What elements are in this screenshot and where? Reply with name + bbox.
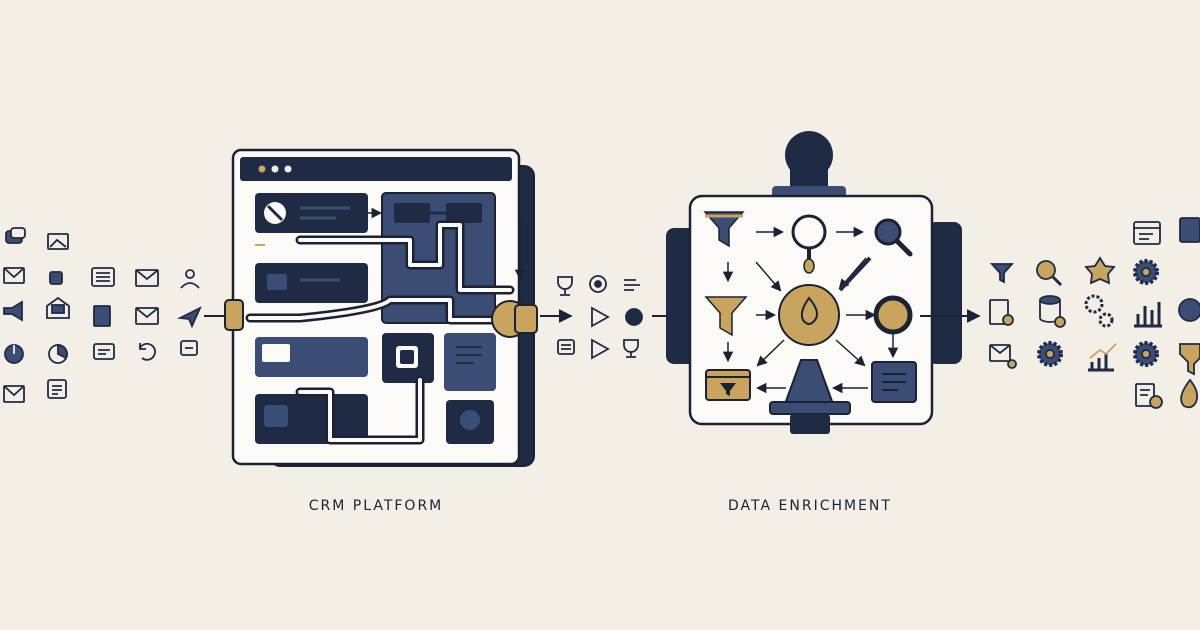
pie-chart-icon (4, 344, 24, 364)
minus-icon (180, 340, 198, 356)
document-small-icon (47, 379, 67, 399)
flame-icon (778, 284, 840, 346)
bar-chart-icon (1134, 302, 1162, 328)
mail-open-icon (46, 296, 70, 319)
code-icon (49, 271, 63, 285)
data-enrichment-illustration (666, 131, 962, 434)
image-window-icon (1179, 217, 1200, 243)
chat-icon (5, 227, 26, 244)
megaphone-icon (3, 300, 23, 322)
document-check-icon (1135, 383, 1163, 409)
filter-icon (1179, 343, 1200, 376)
lines-icon (557, 339, 575, 355)
flask-icon (769, 359, 851, 434)
magnifier-icon (791, 214, 827, 274)
database-check-icon (1039, 295, 1066, 328)
envelope-icon (135, 269, 159, 287)
at-icon (589, 275, 607, 293)
target-icon (873, 295, 913, 335)
lines-icon (624, 279, 640, 291)
funnel-icon (703, 211, 745, 248)
input-connector (224, 299, 244, 331)
document-icon (93, 305, 111, 327)
crm-platform-illustration (224, 148, 538, 467)
message-icon (93, 343, 115, 360)
email-gear-icon (989, 344, 1017, 369)
play-icon (591, 306, 610, 328)
gear-icon (1133, 341, 1159, 367)
document-search-icon (989, 299, 1014, 326)
trophy-icon (557, 276, 573, 296)
window-dot-icon (258, 165, 266, 173)
envelope-small-icon (3, 385, 25, 403)
crm-platform-label: CRM PLATFORM (308, 498, 444, 514)
image-icon (47, 233, 69, 250)
send-icon (176, 306, 202, 329)
user-icon (180, 269, 200, 289)
left-icon-cloud (3, 227, 202, 403)
data-enrichment-label: DATA ENRICHMENT (728, 498, 892, 514)
search-icon (874, 218, 913, 257)
funnel-gold-icon (704, 296, 748, 337)
search-gear-icon (1036, 260, 1063, 287)
notes-icon (871, 361, 917, 403)
gears-icon (1084, 294, 1114, 328)
gear-check-icon (1037, 341, 1063, 367)
list-icon (91, 267, 115, 287)
trophy-icon (623, 339, 639, 358)
refresh-icon (1178, 298, 1200, 322)
mail-icon (135, 307, 159, 325)
gear-icon (1133, 259, 1159, 285)
trend-chart-icon (1088, 343, 1117, 372)
filter-window-icon (705, 369, 751, 401)
ok-icon (625, 308, 643, 326)
refresh-icon (139, 342, 156, 361)
flame-icon (1180, 378, 1199, 409)
right-icon-cloud (989, 217, 1200, 409)
lines-window-icon (1133, 221, 1161, 245)
middle-icon-cloud (557, 275, 643, 360)
filter-icon (989, 263, 1015, 284)
award-icon (1084, 256, 1116, 285)
chart-icon (48, 344, 68, 364)
email-icon (3, 267, 25, 284)
play-icon (591, 338, 610, 360)
